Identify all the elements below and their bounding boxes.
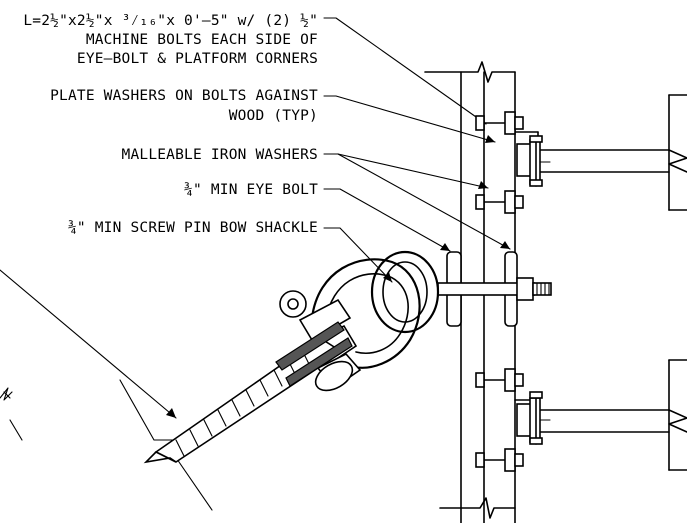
wire-rope <box>143 321 353 464</box>
bolt-1 <box>475 111 524 135</box>
leader-shackle-arrow <box>383 272 392 282</box>
platform-lower <box>514 359 687 471</box>
eye-bolt-assembly <box>370 250 552 334</box>
bolt-4 <box>475 448 524 472</box>
leader-malleable-2 <box>337 153 511 250</box>
eye-bolt-ring-outer <box>370 250 440 334</box>
leader-eye-bolt-arrow <box>440 243 450 251</box>
thimble-strip-1 <box>275 321 345 371</box>
leader-malleable-2-arrow <box>500 241 510 249</box>
machine-bolts <box>475 111 543 472</box>
bolt-3 <box>475 368 524 392</box>
thimble-strip-2 <box>285 337 353 387</box>
left-edge-fragment <box>0 387 13 401</box>
leader-lines <box>0 17 511 511</box>
leader-rope <box>0 269 177 419</box>
callout-angle-line1: L=2½"x2½"x ³⁄₁₆"x 0'–5" w/ (2) ½" <box>23 13 318 29</box>
callout-washer-line1: PLATE WASHERS ON BOLTS AGAINST <box>50 88 318 104</box>
bolt-2 <box>475 190 524 214</box>
bolt-vertical-upper <box>529 135 543 187</box>
callout-washer-line2: WOOD (TYP) <box>229 108 318 124</box>
leader-rope-arrow <box>166 408 176 418</box>
eye-bolt-nut <box>516 277 534 301</box>
leader-edge-2 <box>9 419 23 441</box>
rope-tip <box>143 451 177 464</box>
eye-bolt-threads <box>532 282 552 296</box>
leader-malleable-1 <box>323 153 489 189</box>
leader-malleable-1-arrow <box>478 181 488 189</box>
leader-eye-bolt <box>323 188 451 252</box>
platform-upper <box>514 94 687 211</box>
callout-malleable: MALLEABLE IRON WASHERS <box>122 147 318 163</box>
callout-eye-bolt: ¾" MIN EYE BOLT <box>184 182 318 198</box>
callout-angle-line3: EYE–BOLT & PLATFORM CORNERS <box>77 51 318 67</box>
rope-body <box>154 337 344 463</box>
callout-labels: L=2½"x2½"x ³⁄₁₆"x 0'–5" w/ (2) ½" MACHIN… <box>23 13 318 236</box>
leader-angle <box>323 17 487 125</box>
callout-angle-line2: MACHINE BOLTS EACH SIDE OF <box>86 32 318 48</box>
leader-plate-washer-arrow <box>485 135 495 143</box>
bolt-vertical-lower <box>529 391 543 445</box>
leader-edge-1 <box>3 391 11 399</box>
leader-plate-washer <box>323 95 496 143</box>
callout-shackle: ¾" MIN SCREW PIN BOW SHACKLE <box>68 220 318 236</box>
leader-lower-1 <box>119 379 181 441</box>
leader-shackle <box>323 227 393 283</box>
